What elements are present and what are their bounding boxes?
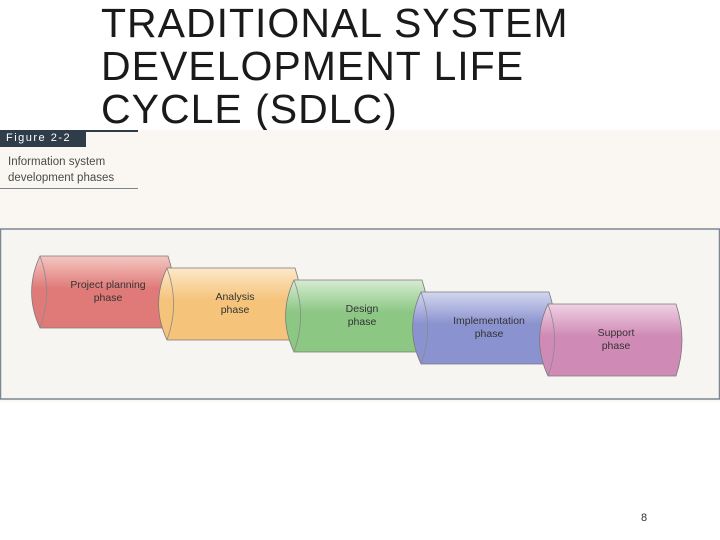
phase-label: Analysis (215, 291, 254, 303)
figure-rule (86, 130, 138, 132)
phase-curl (39, 255, 47, 329)
phase-label: phase (475, 328, 504, 340)
phase-curl (420, 291, 428, 365)
page-number: 8 (641, 512, 648, 524)
phase-shape (539, 303, 683, 377)
figure-caption-rule (0, 188, 138, 189)
phase-label: Support (598, 327, 635, 339)
slide-title-line: TRADITIONAL SYSTEM (101, 0, 569, 46)
phase-label: phase (348, 316, 377, 328)
figure-caption: Information system development phases (8, 154, 138, 186)
slide-title-line: CYCLE (SDLC) (101, 86, 398, 132)
phase-label: Project planning (70, 279, 145, 291)
figure-caption-line: development phases (8, 172, 115, 184)
figure-caption-line: Information system (8, 156, 106, 168)
phase-label: phase (221, 304, 250, 316)
phase-label: Design (346, 303, 379, 315)
phase-label: phase (94, 292, 123, 304)
figure-label: Figure 2-2 (0, 130, 86, 147)
slide-title-line: DEVELOPMENT LIFE (101, 43, 525, 89)
phase-label: Implementation (453, 315, 525, 327)
phase-curl (547, 303, 555, 377)
phase-label: phase (602, 340, 631, 352)
phase-curl (293, 279, 301, 353)
phase-curl (166, 267, 174, 341)
slide-title: TRADITIONAL SYSTEM DEVELOPMENT LIFE CYCL… (101, 2, 701, 131)
